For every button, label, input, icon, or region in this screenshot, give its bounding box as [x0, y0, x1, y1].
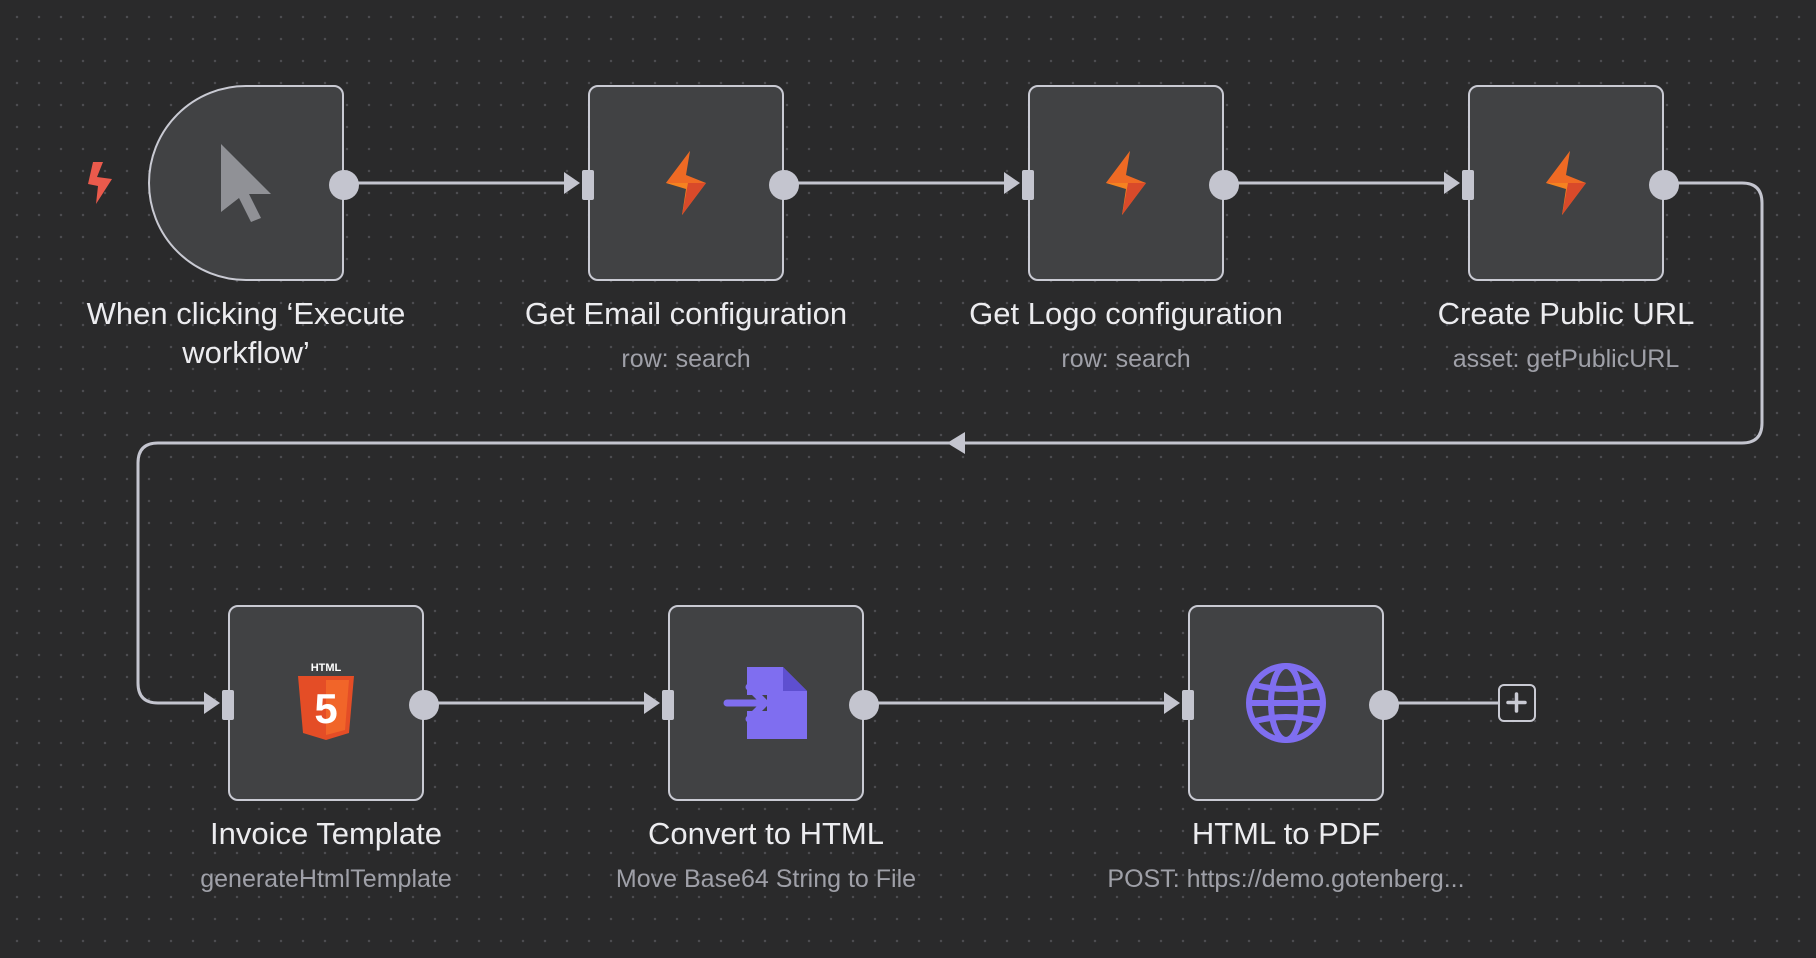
input-port[interactable] [1182, 690, 1194, 720]
connection-arrowhead [1164, 692, 1180, 714]
cursor-icon [221, 144, 271, 222]
output-port[interactable] [769, 170, 799, 200]
node-get-logo-configuration[interactable] [1022, 85, 1239, 281]
node-subtitle: row: search [1061, 345, 1191, 373]
node-title: Get Logo configuration [969, 296, 1283, 331]
node-subtitle: generateHtmlTemplate [200, 865, 452, 893]
node-title: When clicking ‘Execute workflow’ [86, 296, 406, 370]
input-port[interactable] [582, 170, 594, 200]
node-title: HTML to PDF [1191, 816, 1381, 851]
add-node-button[interactable] [1498, 684, 1536, 722]
node-html-to-pdf[interactable] [1182, 605, 1399, 801]
html5-badge-text: HTML [311, 662, 342, 674]
connection-midpoint-arrow [947, 432, 965, 454]
node-subtitle: POST: https://demo.gotenberg... [1107, 865, 1465, 893]
globe-icon [1246, 663, 1326, 743]
output-port[interactable] [1649, 170, 1679, 200]
node-subtitle: row: search [621, 345, 751, 373]
html5-icon: HTML 5 [298, 662, 354, 740]
node-title: Create Public URL [1437, 296, 1695, 331]
file-import-icon [723, 667, 807, 739]
output-port[interactable] [1369, 690, 1399, 720]
output-port[interactable] [329, 170, 359, 200]
node-title: Convert to HTML [647, 816, 884, 851]
trigger-bolt-icon [88, 162, 112, 204]
node-get-email-configuration[interactable] [582, 85, 799, 281]
node-subtitle: Move Base64 String to File [615, 865, 917, 893]
supabase-icon [1546, 151, 1586, 215]
connection-arrowhead [1004, 172, 1020, 194]
node-manual-trigger[interactable] [148, 85, 359, 281]
connection-arrowhead [644, 692, 660, 714]
node-convert-to-html[interactable] [662, 605, 879, 801]
node-subtitle: asset: getPublicURL [1452, 345, 1680, 373]
connection-arrowhead [204, 692, 220, 714]
supabase-icon [666, 151, 706, 215]
output-port[interactable] [409, 690, 439, 720]
node-create-public-url[interactable] [1462, 85, 1679, 281]
plus-icon [1506, 692, 1527, 713]
html5-number-text: 5 [314, 685, 337, 732]
supabase-icon [1106, 151, 1146, 215]
input-port[interactable] [1462, 170, 1474, 200]
connection-arrowhead [564, 172, 580, 194]
node-title: Invoice Template [209, 816, 443, 851]
connection-arrowhead [1444, 172, 1460, 194]
node-title: Get Email configuration [524, 296, 848, 331]
input-port[interactable] [222, 690, 234, 720]
input-port[interactable] [662, 690, 674, 720]
input-port[interactable] [1022, 170, 1034, 200]
node-invoice-template[interactable]: HTML 5 [222, 605, 439, 801]
output-port[interactable] [849, 690, 879, 720]
output-port[interactable] [1209, 170, 1239, 200]
